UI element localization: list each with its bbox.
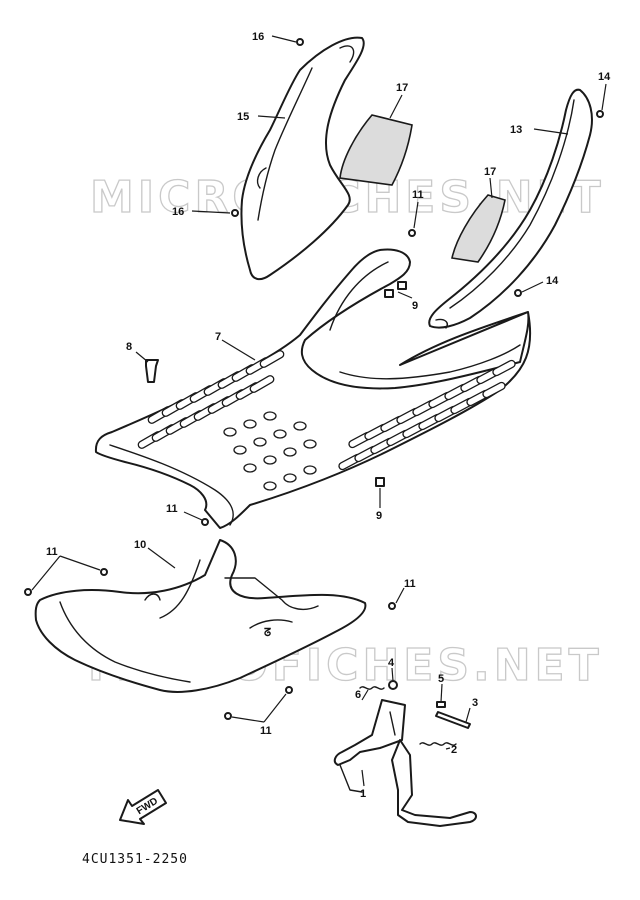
- callout-15: 15: [237, 111, 249, 123]
- part-6-small-spring: [359, 686, 385, 690]
- screw-11-mid: [201, 518, 209, 526]
- screw-14-top: [596, 110, 604, 118]
- screw-11-right: [388, 602, 396, 610]
- callout-9-lower: 9: [376, 510, 382, 522]
- footboard-hole: [263, 411, 277, 421]
- callouts: 16 15 16 17 13 14 17 11 9 14 7 8 9 11 10…: [46, 31, 611, 800]
- footboard-hole: [283, 447, 297, 457]
- footboard-hole: [263, 455, 277, 465]
- nut-9-top-a: [384, 289, 394, 298]
- part-15-side-cover-left: [240, 36, 365, 281]
- part-5-bolt: [436, 701, 446, 708]
- callout-16-lower: 16: [172, 206, 184, 218]
- callout-3: 3: [472, 697, 478, 709]
- callout-11-left: 11: [46, 546, 58, 558]
- forward-arrow-icon: FWD: [119, 789, 167, 825]
- callout-16-top: 16: [252, 31, 264, 43]
- callout-6: 6: [355, 689, 361, 701]
- callout-11-bottom: 11: [260, 725, 272, 737]
- screw-11-left-b: [100, 568, 108, 576]
- footboard-slots: [137, 350, 516, 491]
- nut-9-top-b: [397, 281, 407, 290]
- footboard-hole: [293, 421, 307, 431]
- footboard-hole: [283, 473, 297, 483]
- screw-16-top: [296, 38, 304, 46]
- fasteners: [24, 38, 604, 720]
- callout-11-top: 11: [412, 189, 424, 201]
- callout-4: 4: [388, 657, 395, 669]
- bolt-8: [145, 359, 159, 383]
- part-17-foam-pad-upper: [339, 114, 413, 186]
- callout-17-lower: 17: [484, 166, 496, 178]
- screw-16-lower: [231, 209, 239, 217]
- footboard-slot: [249, 375, 275, 393]
- callout-7: 7: [215, 331, 221, 343]
- screw-11-bottom-a: [224, 712, 232, 720]
- footboard-hole: [263, 481, 277, 491]
- footboard-slot: [259, 350, 285, 368]
- footboard-hole: [223, 427, 237, 437]
- screw-14-lower: [514, 289, 522, 297]
- part-4-spring-hook: [388, 680, 398, 690]
- callout-1: 1: [360, 788, 366, 800]
- part-17-foam-pad-lower: [451, 194, 506, 263]
- callout-10: 10: [134, 539, 146, 551]
- callout-14-lower: 14: [546, 275, 559, 287]
- callout-11-right: 11: [404, 578, 416, 590]
- part-10-under-cover: ᘔ: [34, 539, 367, 693]
- footboard-slot: [482, 381, 506, 399]
- nut-9-lower: [375, 477, 385, 487]
- svg-text:ᘔ: ᘔ: [264, 627, 271, 639]
- callout-13: 13: [510, 124, 522, 136]
- callout-2: 2: [451, 744, 457, 756]
- callout-9-top: 9: [412, 300, 418, 312]
- screw-11-left-a: [24, 588, 32, 596]
- part-3-pivot-shaft: [435, 711, 471, 729]
- drawing-code: 4CU1351-2250: [82, 852, 188, 867]
- callout-17-upper: 17: [396, 82, 408, 94]
- part-2-stand-spring: [419, 742, 457, 746]
- leader-lines: [31, 35, 607, 787]
- footboard-hole: [303, 465, 317, 475]
- footboard-slot: [492, 359, 516, 377]
- callout-5: 5: [438, 673, 444, 685]
- footboard-hole: [273, 429, 287, 439]
- callout-11-mid: 11: [166, 503, 178, 515]
- footboard-hole: [243, 419, 257, 429]
- footboard-hole: [233, 445, 247, 455]
- part-1-main-stand: [333, 699, 477, 827]
- screw-11-top: [408, 229, 416, 237]
- callout-14-top: 14: [598, 71, 611, 83]
- footboard-hole: [303, 439, 317, 449]
- footboard-hole: [243, 463, 257, 473]
- callout-8: 8: [126, 341, 132, 353]
- screw-11-bottom-b: [285, 686, 293, 694]
- part-13-side-cover-right: [428, 88, 593, 329]
- footboard-hole: [253, 437, 267, 447]
